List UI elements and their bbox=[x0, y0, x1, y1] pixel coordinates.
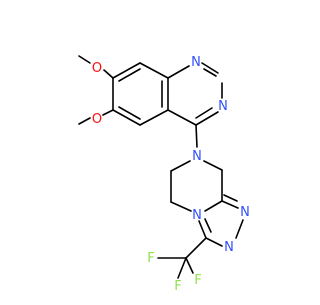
bond bbox=[102, 109, 114, 116]
oxygen-label: O bbox=[92, 61, 102, 76]
bond bbox=[195, 111, 219, 126]
bond bbox=[201, 62, 219, 74]
bonds bbox=[78, 55, 244, 279]
structure-diagram: O O N N N N N N F F F bbox=[78, 55, 250, 294]
bond bbox=[78, 55, 91, 64]
bond bbox=[223, 194, 238, 202]
fluorine-label: F bbox=[194, 273, 201, 288]
bond bbox=[112, 109, 141, 126]
nitrogen-label: N bbox=[191, 55, 201, 70]
bond bbox=[139, 109, 169, 126]
bond bbox=[235, 219, 244, 239]
bond bbox=[185, 237, 207, 259]
bond bbox=[203, 160, 223, 171]
bond bbox=[221, 200, 239, 209]
molecule-structure: O O N N N N N N F F F bbox=[78, 55, 250, 294]
bond bbox=[203, 68, 217, 77]
nitrogen-label: N bbox=[240, 205, 250, 220]
bond bbox=[112, 62, 141, 79]
bond bbox=[204, 200, 223, 212]
bond bbox=[195, 124, 198, 148]
bond bbox=[198, 220, 207, 239]
bond bbox=[118, 68, 141, 82]
nitrogen-label: N bbox=[218, 99, 228, 114]
bond bbox=[177, 257, 187, 279]
bond bbox=[204, 218, 212, 233]
nitrogen-label: N bbox=[192, 149, 202, 164]
bond bbox=[167, 65, 190, 79]
nitrogen-label: N bbox=[224, 240, 234, 255]
bond bbox=[185, 257, 194, 274]
fluorine-label: F bbox=[147, 251, 154, 266]
bond bbox=[170, 160, 191, 172]
bond bbox=[170, 201, 192, 212]
fluorine-label: F bbox=[174, 279, 181, 294]
bond bbox=[103, 69, 114, 79]
bond bbox=[167, 109, 197, 126]
bond bbox=[139, 62, 169, 79]
oxygen-label: O bbox=[92, 112, 102, 127]
nitrogen-label: N bbox=[192, 208, 202, 223]
bond bbox=[118, 106, 141, 120]
bond bbox=[195, 107, 213, 119]
bond bbox=[205, 237, 223, 247]
atom-labels: O O N N N N N N F F F bbox=[92, 55, 250, 294]
bond bbox=[78, 117, 91, 125]
